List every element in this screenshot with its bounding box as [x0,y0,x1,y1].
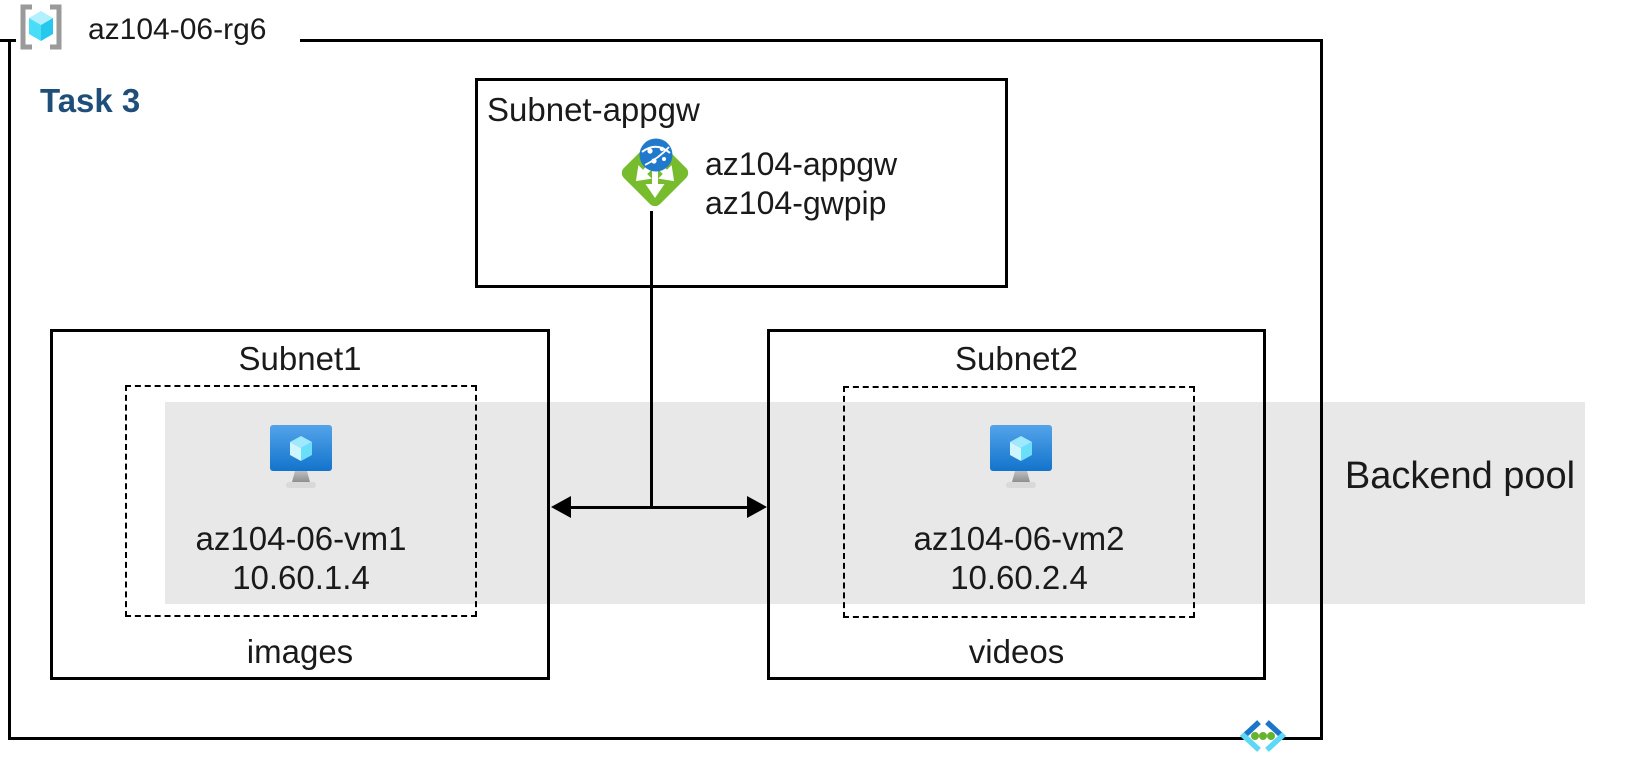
appgw-connector-vertical [650,211,653,508]
subnet1-caption: images [246,633,354,670]
subnet1-vm-labels: az104-06-vm1 10.60.1.4 [125,519,477,597]
resource-group-border-left [8,39,11,740]
appgw-labels: az104-appgw az104-gwpip [705,145,897,223]
resource-group-border-top [300,39,1323,42]
subnet1-title: Subnet1 [238,340,362,377]
virtual-machine-icon [270,425,332,488]
application-gateway-icon [621,138,689,207]
subnet-connector-horizontal [566,506,752,509]
backend-pool-label: Backend pool [1344,455,1576,497]
task-label: Task 3 [40,82,141,119]
resource-group-border-right [1320,39,1323,740]
subnet2-caption: videos [968,633,1065,670]
vm1-ip: 10.60.1.4 [232,559,370,596]
arrowhead-right-icon [747,496,767,518]
subnet2-vm-labels: az104-06-vm2 10.60.2.4 [843,519,1195,597]
subnet1-vm-dashed-box [125,385,477,617]
arrowhead-left-icon [551,496,571,518]
vm2-name: az104-06-vm2 [913,520,1125,557]
subnet2-title: Subnet2 [955,340,1078,377]
subnet1-box: Subnet1 images [50,329,550,680]
resource-group-border-bottom [8,737,1323,740]
appgw-name: az104-appgw [705,146,898,182]
appgw-public-ip-name: az104-gwpip [705,185,887,221]
vm2-ip: 10.60.2.4 [950,559,1088,596]
vm1-name: az104-06-vm1 [195,520,407,557]
subnet2-vm-dashed-box [843,386,1195,618]
virtual-machine-icon [990,425,1052,488]
subnet-appgw-box: Subnet-appgw [475,78,1008,288]
subnet-appgw-title: Subnet-appgw [487,91,700,128]
subnet2-box: Subnet2 videos [767,329,1266,680]
virtual-network-icon [1240,719,1286,753]
backend-pool-band [165,402,1585,604]
resource-group-icon [20,4,62,50]
resource-group-name: az104-06-rg6 [88,13,267,46]
